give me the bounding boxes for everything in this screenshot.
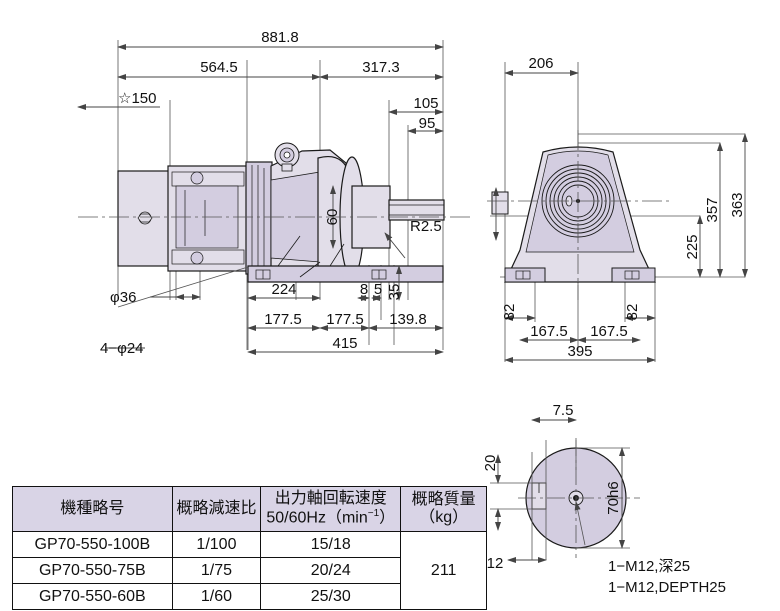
specification-table: 機種略号 概略減速比 出力軸回転速度 50/60Hz（min−1） 概略質量 （… — [12, 486, 487, 610]
header-output-speed-line1: 出力軸回転速度 — [274, 490, 387, 508]
dim-167-5-left: 167.5 — [530, 323, 568, 340]
note-tap-en: 1−M12,DEPTH25 — [608, 579, 726, 596]
dim-225: 225 — [684, 234, 701, 259]
dim-5: 5 — [374, 281, 382, 298]
dim-8: 8 — [360, 281, 368, 298]
cell-mass: 211 — [400, 531, 487, 610]
note-tap-jp: 1−M12,深25 — [608, 558, 690, 575]
dim-20: 20 — [482, 455, 499, 472]
dim-177-5-b: 177.5 — [326, 311, 364, 328]
side-view — [487, 130, 670, 300]
dim-star-150: ☆150 — [118, 90, 156, 107]
header-reduction-ratio: 概略減速比 — [171, 486, 262, 532]
front-view-dimensions — [77, 44, 444, 355]
dim-317-3: 317.3 — [362, 59, 400, 76]
dim-357: 357 — [704, 197, 721, 222]
table-header-row: 機種略号 概略減速比 出力軸回転速度 50/60Hz（min−1） 概略質量 （… — [12, 486, 487, 532]
shaft-detail-dimensions — [495, 417, 625, 563]
header-output-speed-unit: 50/60Hz（min — [266, 509, 368, 527]
table-row: GP70-550-75B 1/75 20/24 — [12, 557, 487, 584]
header-output-speed-line2: 50/60Hz（min−1） — [261, 508, 400, 527]
table-row: GP70-550-60B 1/60 25/30 — [12, 583, 487, 610]
dim-35: 35 — [386, 284, 403, 301]
table-row: GP70-550-100B 1/100 15/18 211 — [12, 531, 487, 610]
cell-speed: 15/18 — [260, 531, 402, 558]
dim-12: 12 — [487, 555, 504, 572]
breather-detail — [274, 142, 300, 172]
dim-395: 395 — [567, 343, 592, 360]
dim-60: 60 — [324, 209, 341, 226]
dim-82-left: 82 — [501, 304, 518, 321]
header-output-speed-exponent: −1 — [367, 508, 380, 520]
header-approx-mass-line2: （kg） — [419, 509, 469, 526]
header-approx-mass-line1: 概略質量 — [411, 491, 476, 509]
dim-95: 95 — [419, 115, 436, 132]
header-output-speed-close: ） — [379, 509, 396, 527]
cell-speed: 25/30 — [260, 583, 402, 610]
dim-167-5-right: 167.5 — [590, 323, 628, 340]
side-view-dimensions — [493, 70, 748, 363]
cell-ratio: 1/60 — [171, 583, 262, 610]
dim-177-5-a: 177.5 — [264, 311, 302, 328]
dim-139-8: 139.8 — [389, 311, 427, 328]
dim-105: 105 — [413, 95, 438, 112]
cell-ratio: 1/100 — [171, 531, 262, 558]
dim-70h6: 70h6 — [605, 481, 622, 514]
header-model-code: 機種略号 — [12, 486, 173, 532]
dim-4-phi24: 4−φ24 — [100, 340, 144, 357]
dim-r2-5: R2.5 — [410, 218, 442, 235]
cell-model: GP70-550-75B — [12, 557, 173, 584]
dim-206: 206 — [528, 55, 553, 72]
front-view — [78, 142, 470, 308]
header-approx-mass: 概略質量 （kg） — [400, 486, 487, 532]
dim-564-5: 564.5 — [200, 59, 238, 76]
cell-speed: 20/24 — [260, 557, 402, 584]
cell-model: GP70-550-60B — [12, 583, 173, 610]
dim-7-5: 7.5 — [553, 402, 574, 419]
dim-881-8: 881.8 — [261, 29, 299, 46]
cell-ratio: 1/75 — [171, 557, 262, 584]
dim-415: 415 — [332, 335, 357, 352]
dim-363: 363 — [729, 192, 746, 217]
dim-224: 224 — [271, 281, 296, 298]
header-output-speed: 出力軸回転速度 50/60Hz（min−1） — [260, 486, 402, 532]
cell-model: GP70-550-100B — [12, 531, 173, 558]
dim-phi36: φ36 — [110, 289, 136, 306]
dim-82-right: 82 — [624, 304, 641, 321]
